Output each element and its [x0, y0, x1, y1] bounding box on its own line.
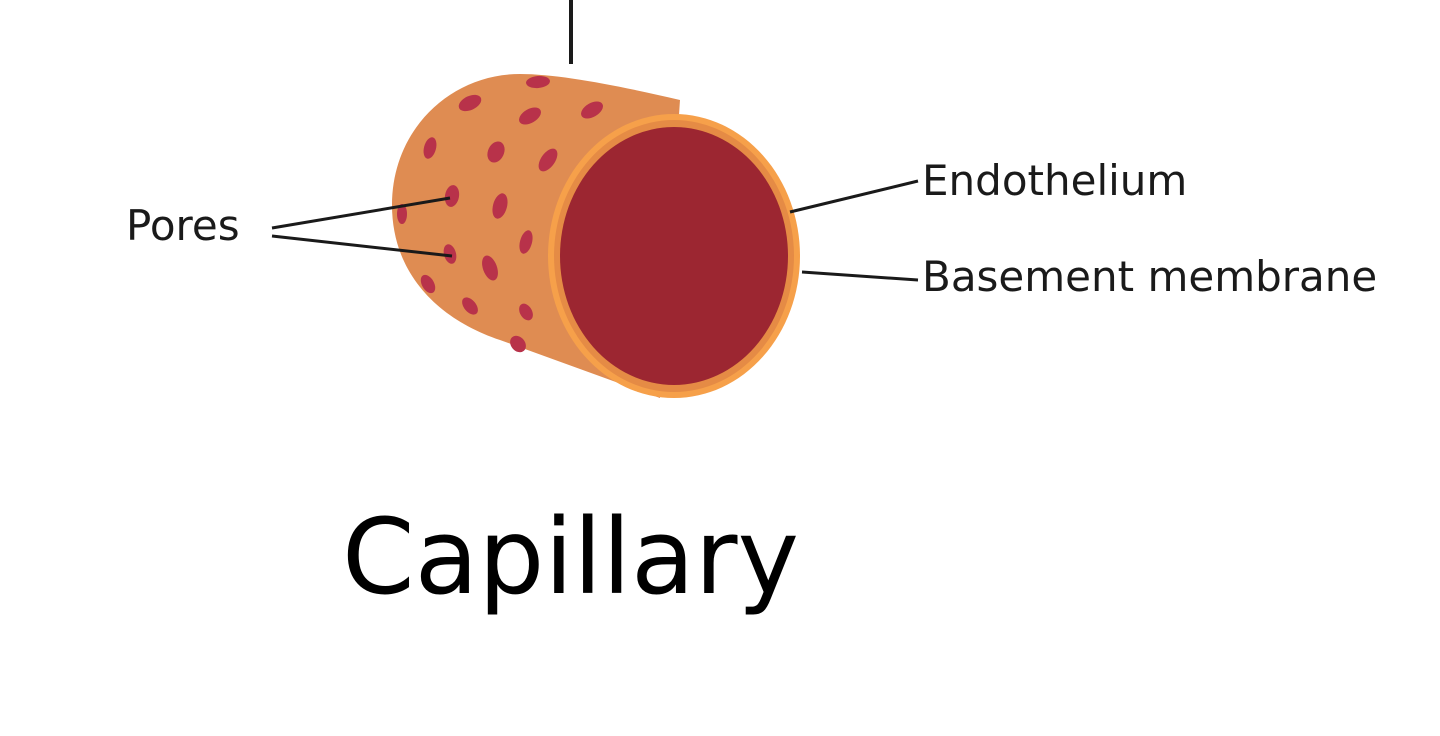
pore	[420, 274, 436, 294]
pores-leader-line-upper	[271, 196, 451, 230]
pore	[482, 255, 498, 281]
capillary-lumen	[560, 127, 788, 385]
pore	[519, 303, 533, 321]
diagram-title: Capillary	[342, 496, 800, 618]
pore	[492, 193, 508, 219]
pores-leader-line-lower	[271, 234, 453, 258]
endothelium-leader-line	[789, 179, 919, 214]
pore	[526, 75, 550, 89]
pore	[538, 148, 558, 172]
pores-label: Pores	[126, 201, 240, 250]
pore	[581, 101, 603, 119]
pore	[510, 335, 526, 353]
pore	[519, 230, 533, 254]
pore	[397, 204, 407, 224]
pore	[443, 244, 457, 264]
pore	[423, 137, 437, 159]
pore	[519, 107, 541, 125]
pore	[458, 94, 482, 112]
pore	[444, 185, 460, 207]
pore	[487, 141, 505, 163]
basement-membrane-label: Basement membrane	[922, 252, 1378, 301]
basement-membrane-leader-line	[801, 270, 919, 282]
endothelium-label: Endothelium	[922, 156, 1188, 205]
pores-group	[397, 75, 603, 353]
pore	[462, 297, 478, 315]
